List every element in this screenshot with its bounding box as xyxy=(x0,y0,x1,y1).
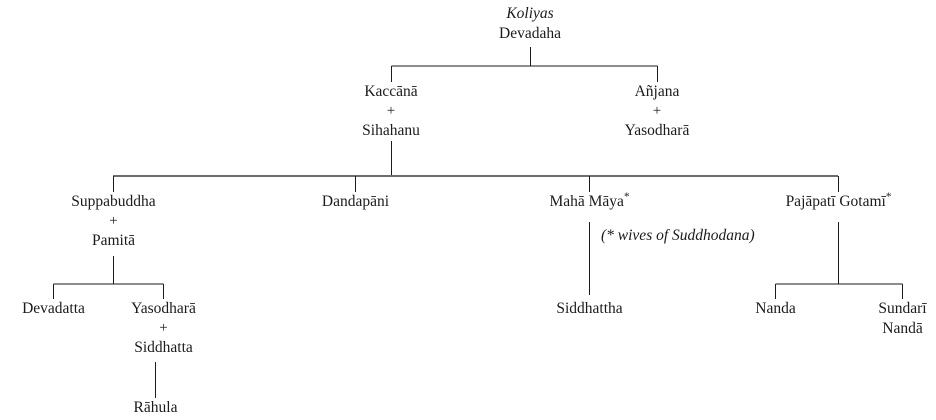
anjana-label: Añjana xyxy=(634,83,680,100)
kaccana-label: Kaccānā xyxy=(364,83,418,100)
node-maha-maya: Mahā Māya* xyxy=(499,190,680,212)
node-nanda: Nanda xyxy=(715,299,836,319)
node-siddhattha: Siddhattha xyxy=(509,299,670,319)
node-kaccana-sihahanu: Kaccānā + Sihahanu xyxy=(301,82,481,141)
devadatta-label: Devadatta xyxy=(22,300,85,317)
node-sundari-nanda: Sundarī Nandā xyxy=(842,299,936,339)
union-plus-suppabuddha: + xyxy=(109,213,118,230)
root-clan-label: Koliyas xyxy=(506,5,554,22)
nanda-second-label: Nandā xyxy=(882,320,923,338)
maha-maya-footnote-marker: * xyxy=(623,190,630,203)
nanda-label: Nanda xyxy=(755,300,796,317)
siddhattha-label: Siddhattha xyxy=(556,300,623,317)
union-plus-anjana: + xyxy=(652,103,662,120)
node-pajapati-gotami: Pajāpatī Gotamī* xyxy=(748,190,929,212)
node-rahula: Rāhula xyxy=(95,398,216,418)
sundari-label: Sundarī xyxy=(878,300,927,317)
root-place-label: Devadaha xyxy=(499,25,561,43)
node-anjana-yasodhara: Añjana + Yasodharā xyxy=(567,82,747,141)
pajapati-footnote-marker: * xyxy=(885,190,892,203)
sihahanu-label: Sihahanu xyxy=(362,121,420,139)
anjana-wife-label: Yasodharā xyxy=(624,121,690,139)
node-root: Koliyas Devadaha xyxy=(430,4,630,44)
union-plus-yasodhara: + xyxy=(159,320,168,337)
suppabuddha-label: Suppabuddha xyxy=(71,193,156,210)
union-plus-kaccana: + xyxy=(386,103,396,120)
dandapani-label: Dandapāni xyxy=(321,193,390,210)
node-suppabuddha-pamita: Suppabuddha + Pamitā xyxy=(23,192,204,251)
pamita-label: Pamitā xyxy=(91,231,136,249)
footnote-wives-of-suddhodana: (* wives of Suddhodana) xyxy=(601,227,755,244)
siddhatta-label: Siddhatta xyxy=(134,338,193,356)
yasodhara-label: Yasodharā xyxy=(131,300,196,317)
node-dandapani: Dandapāni xyxy=(265,192,446,212)
node-devadatta: Devadatta xyxy=(0,299,114,319)
maha-maya-label: Mahā Māya* xyxy=(549,190,630,210)
node-yasodhara-siddhatta: Yasodharā + Siddhatta xyxy=(103,299,224,358)
pajapati-gotami-label: Pajāpatī Gotamī* xyxy=(785,190,892,210)
rahula-label: Rāhula xyxy=(133,399,178,416)
